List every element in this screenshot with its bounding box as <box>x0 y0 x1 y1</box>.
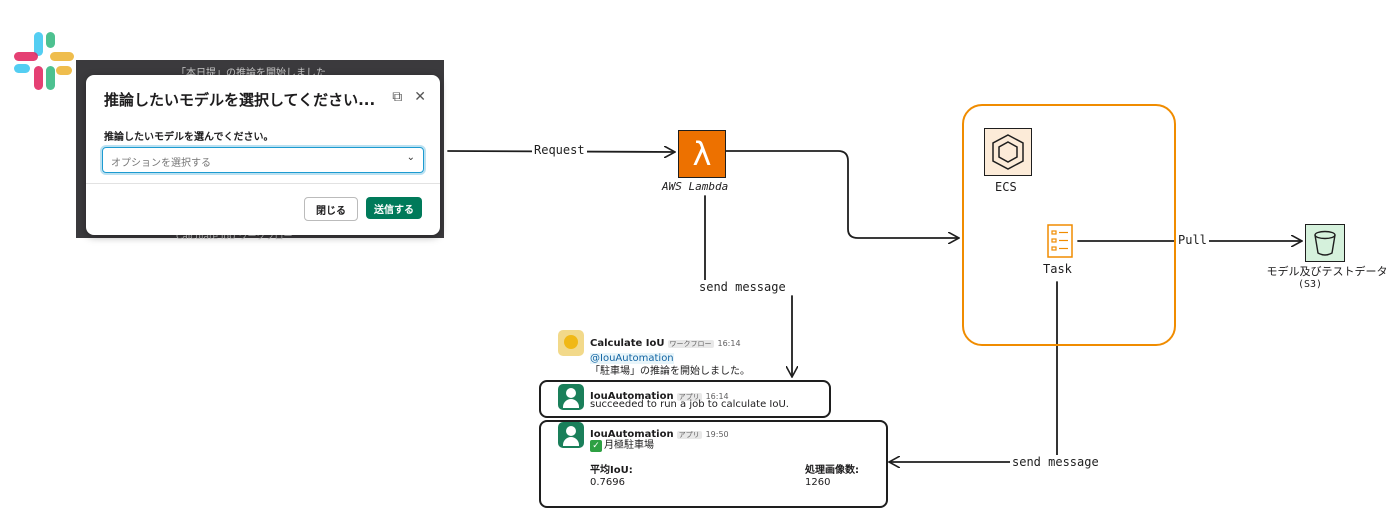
check-icon: ✓ <box>590 440 602 452</box>
task-icon <box>1046 224 1074 258</box>
s3-label: モデル及びテストデータ <box>1266 265 1388 278</box>
close-icon[interactable]: ✕ <box>414 89 426 105</box>
lambda-label: AWS Lambda <box>662 180 729 193</box>
task-label: Task <box>1043 262 1072 276</box>
ecs-icon <box>984 128 1032 176</box>
chevron-down-icon: ⌄ <box>406 152 415 163</box>
app-avatar <box>558 422 584 448</box>
slack-logo <box>14 32 74 90</box>
s3-sublabel: (S3) <box>1298 279 1323 290</box>
message-time[interactable]: 16:14 <box>705 392 729 401</box>
select-placeholder: オプションを選択する <box>111 158 211 169</box>
lambda-symbol: λ <box>692 135 712 173</box>
modal-title: 推論したいモデルを選択してください... <box>104 91 376 109</box>
message-text-2: succeeded to run a job to calculate IoU. <box>590 399 789 410</box>
message-author[interactable]: IouAutomation <box>590 391 674 402</box>
lambda-to-ecs-arrow <box>725 150 958 238</box>
model-select[interactable]: オプションを選択する ⌄ <box>102 147 424 173</box>
ecs-container <box>962 104 1176 346</box>
s3-bucket-icon <box>1305 224 1345 262</box>
modal-header-icons: ⧉ ✕ <box>392 89 426 105</box>
app-badge: アプリ <box>676 431 702 439</box>
avg-iou-value: 0.7696 <box>590 477 625 488</box>
message-frame-3 <box>539 420 888 508</box>
message-author[interactable]: Calculate IoU <box>590 338 665 349</box>
close-button[interactable]: 閉じる <box>304 197 358 221</box>
select-model-modal: 推論したいモデルを選択してください... ⧉ ✕ 推論したいモデルを選んでくださ… <box>86 75 440 235</box>
message-frame-2 <box>539 380 831 418</box>
message-text-1: 「駐車場」の推論を開始しました。 <box>590 366 750 377</box>
background-text-top: 「本日提」の推論を開始しました <box>176 68 326 79</box>
message-time[interactable]: 16:14 <box>717 339 741 348</box>
send-message-label-right: send message <box>1010 455 1101 469</box>
app-badge: アプリ <box>676 393 702 401</box>
image-count-value: 1260 <box>805 477 831 488</box>
mention[interactable]: @IouAutomation <box>590 353 674 364</box>
bot-avatar <box>558 330 584 356</box>
result-title-line: ✓月極駐車場 <box>590 436 654 452</box>
pull-label: Pull <box>1176 233 1209 247</box>
avg-iou-label: 平均IoU: <box>590 465 633 476</box>
message-time[interactable]: 19:50 <box>705 430 729 439</box>
modal-divider <box>86 183 440 184</box>
ecs-label: ECS <box>995 180 1017 194</box>
app-avatar <box>558 384 584 410</box>
request-label: Request <box>532 143 587 157</box>
message-author[interactable]: IouAutomation <box>590 429 674 440</box>
send-message-label-top: send message <box>697 280 788 294</box>
send-button[interactable]: 送信する <box>366 197 422 219</box>
aws-lambda-icon: λ <box>678 130 726 178</box>
modal-field-label: 推論したいモデルを選んでください。 <box>104 132 274 143</box>
mention-line: @IouAutomation <box>590 346 674 365</box>
workflow-badge: ワークフロー <box>667 340 714 348</box>
image-count-label: 処理画像数: <box>805 465 859 476</box>
copy-icon[interactable]: ⧉ <box>392 89 403 105</box>
background-text-bottom: Calculate IoU ワークフロー <box>176 232 293 242</box>
result-title: 月極駐車場 <box>604 440 654 451</box>
